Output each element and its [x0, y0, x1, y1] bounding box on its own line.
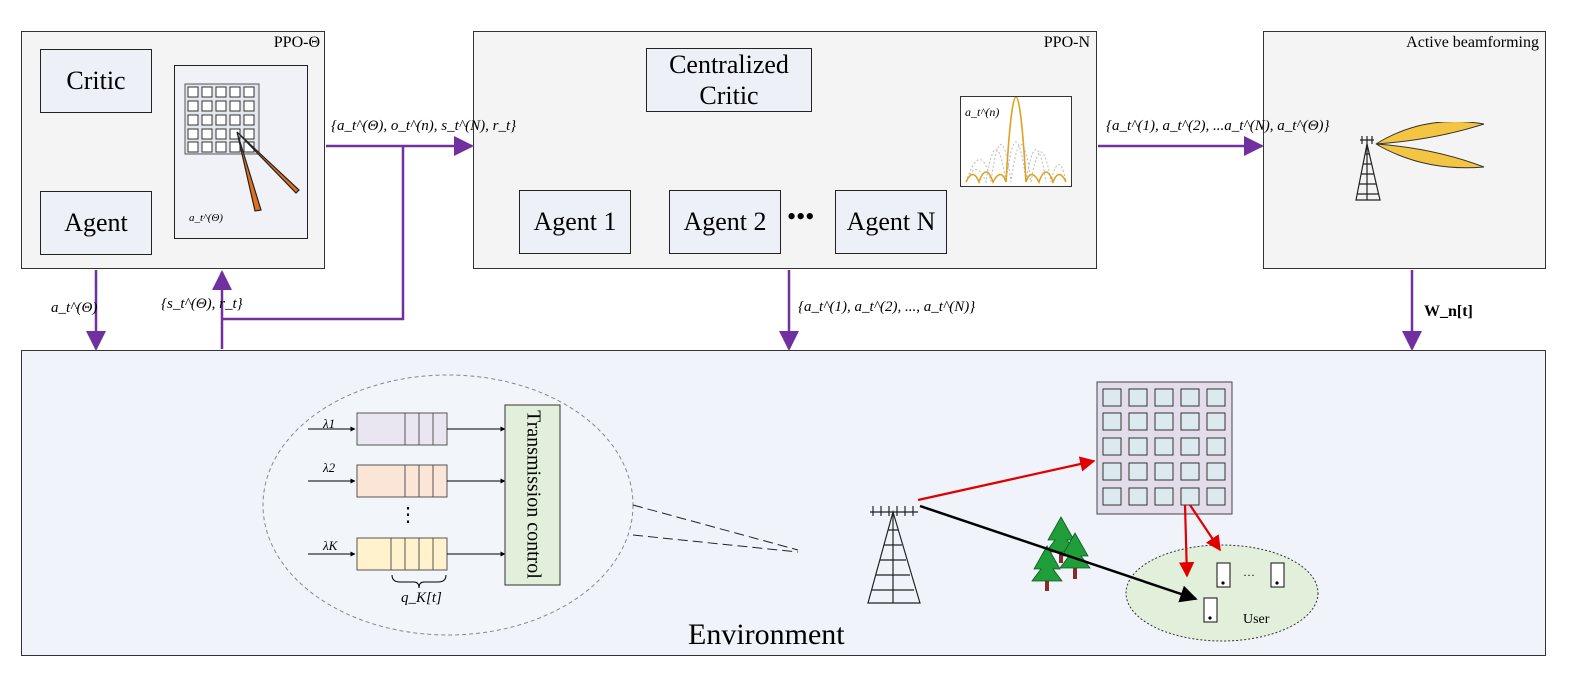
centralized-critic-box[interactable]: Centralized Critic — [646, 48, 812, 112]
arrival-rate-k: λK — [323, 538, 338, 553]
beam-weights-signal: W_n[t] — [1424, 303, 1473, 320]
irs-array-box: a_t^(Θ) — [174, 65, 308, 239]
ppo-n-title: PPO-N — [1043, 34, 1090, 51]
arrival-rate-2: λ2 — [323, 460, 336, 475]
beam-pattern-label: a_t^(n) — [965, 105, 1000, 119]
theta-action-signal: a_t^(Θ) — [51, 300, 98, 316]
critic-box[interactable]: Critic — [40, 49, 152, 113]
agent-box[interactable]: Agent — [40, 191, 152, 255]
agent-label: Agent — [64, 208, 128, 238]
agent-1-box[interactable]: Agent 1 — [519, 190, 631, 254]
environment-title: Environment — [688, 618, 845, 651]
beam-pattern-box: a_t^(n) — [960, 96, 1072, 187]
critic-label: Critic — [66, 66, 126, 96]
agent-2-box[interactable]: Agent 2 — [669, 190, 781, 254]
agents-ellipsis: ••• — [787, 202, 815, 231]
environment-panel: Environment — [21, 350, 1546, 656]
agent-1-label: Agent 1 — [533, 207, 617, 237]
arrival-rate-1: λ1 — [323, 416, 336, 431]
ppo-theta-title: PPO-Θ — [273, 34, 320, 51]
irs-array-label: a_t^(Θ) — [189, 212, 223, 224]
theta-to-n-signal: {a_t^(Θ), o_t^(n), s_t^(N), r_t} — [331, 118, 517, 134]
user-dots: ··· — [1243, 568, 1255, 582]
active-beamforming-panel: Active beamforming — [1263, 31, 1546, 269]
user-label: User — [1243, 612, 1270, 627]
agent-n-label: Agent N — [846, 207, 936, 237]
n-actions-signal: {a_t^(1), a_t^(2), ..., a_t^(N)} — [798, 299, 976, 315]
base-station-beam-icon — [1355, 122, 1485, 201]
n-to-active-signal: {a_t^(1), a_t^(2), ...a_t^(N), a_t^(Θ)} — [1106, 118, 1330, 134]
ppo-n-panel: PPO-N Centralized Critic Agent 1 Agent 2… — [473, 31, 1097, 269]
theta-state-signal: {s_t^(Θ), r_t} — [161, 296, 243, 312]
transmission-control-label: Transmission control — [522, 410, 545, 579]
ppo-theta-panel: PPO-Θ Critic Agent a_t^(Θ) — [21, 31, 325, 269]
agent-n-box[interactable]: Agent N — [835, 190, 947, 254]
active-beamforming-title: Active beamforming — [1406, 34, 1539, 51]
agent-2-label: Agent 2 — [683, 207, 767, 237]
queue-length-label: q_K[t] — [401, 590, 442, 606]
queue-vdots: ⋮ — [398, 504, 418, 526]
beam-pattern-icon — [965, 97, 1067, 185]
centralized-critic-label: Centralized Critic — [669, 49, 789, 110]
